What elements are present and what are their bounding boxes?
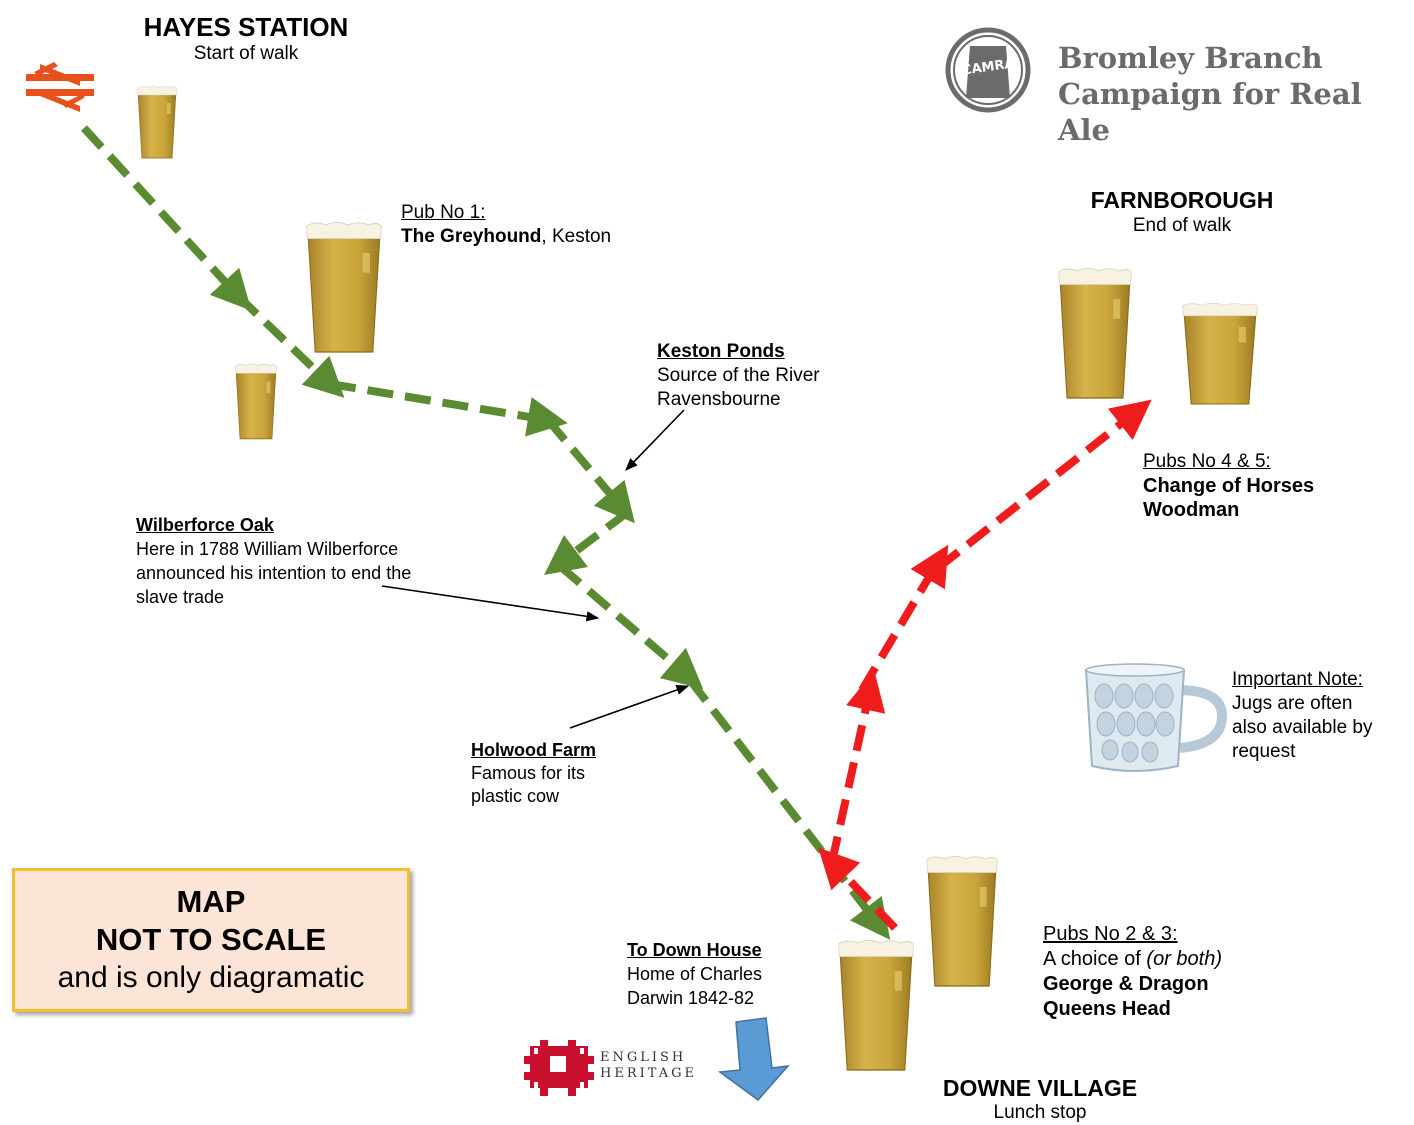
scale-note-line3: and is only diagramatic: [57, 961, 365, 994]
jug-icon: [1084, 663, 1228, 772]
branch-subtitle: Campaign for Real Ale: [1058, 77, 1362, 147]
down-house-line1: Home of Charles: [627, 964, 763, 984]
end-station-sub: End of walk: [1132, 215, 1232, 236]
route-segment: [935, 399, 1152, 572]
start-station-sub: Start of walk: [193, 43, 299, 64]
keston-ponds-title: Keston Ponds: [657, 341, 785, 362]
important-note-label: Important Note:: [1232, 669, 1363, 690]
camra-logo: [945, 27, 1031, 113]
keston-ponds-label: Keston Ponds Source of the River Ravensb…: [657, 340, 820, 412]
route-segment: [557, 562, 704, 690]
wilberforce-title: Wilberforce Oak: [136, 515, 274, 535]
start-station: HAYES STATION Start of walk: [96, 12, 396, 66]
pointer-arrows: [381, 409, 690, 729]
important-note: Important Note: Jugs are often also avai…: [1232, 668, 1372, 764]
important-note-line1: Jugs are often: [1232, 693, 1353, 714]
wilberforce-line2: announced his intention to end the: [136, 563, 412, 583]
keston-ponds-line1: Source of the River: [657, 365, 820, 386]
pub1-name: The Greyhound: [401, 226, 542, 247]
route-segment: [544, 417, 635, 524]
holwood-line1: Famous for its: [471, 763, 586, 783]
scale-note-line2: NOT TO SCALE: [95, 922, 327, 957]
pubs23-choice: A choice of: [1043, 948, 1147, 970]
pub1-label: Pub No 1: The Greyhound, Keston: [401, 201, 611, 249]
down-house-title: To Down House: [627, 940, 762, 960]
pub1-label-text: Pub No 1:: [401, 202, 486, 223]
route-segment: [329, 380, 568, 437]
pint-icon: [1182, 302, 1258, 405]
pint-icon: [837, 939, 915, 1071]
down-house-line2: Darwin 1842-82: [627, 988, 755, 1008]
important-note-line3: request: [1232, 741, 1296, 762]
down-arrow-icon: [717, 1017, 790, 1102]
pub1-place: , Keston: [541, 226, 612, 247]
route-segment: [858, 544, 949, 693]
wilberforce-pointer: [381, 585, 600, 622]
lunch-stop-sub: Lunch stop: [993, 1102, 1087, 1123]
important-note-line2: also available by: [1232, 717, 1373, 738]
start-station-name: HAYES STATION: [143, 12, 349, 42]
keston-ponds-line2: Ravensbourne: [657, 389, 781, 410]
pubs23-label-text: Pubs No 2 & 3:: [1043, 923, 1178, 945]
pubs45-label: Pubs No 4 & 5: Change of Horses Woodman: [1143, 450, 1314, 522]
english-heritage-text: ENGLISH HERITAGE: [600, 1050, 697, 1082]
route-segment: [818, 847, 898, 931]
pubs23-pub-b: Queens Head: [1043, 998, 1171, 1020]
wilberforce-line3: slave trade: [136, 587, 225, 607]
route-segment: [828, 670, 886, 863]
branch-name: Bromley Branch: [1058, 41, 1323, 75]
lunch-stop: DOWNE VILLAGE Lunch stop: [900, 1074, 1180, 1124]
route-segment: [235, 293, 345, 398]
scale-note-line1: MAP: [176, 884, 246, 919]
route-segment: [686, 677, 891, 940]
pint-icon: [1057, 267, 1133, 399]
scale-note: MAP NOT TO SCALE and is only diagramatic: [12, 868, 410, 1012]
pubs45-label-text: Pubs No 4 & 5:: [1143, 451, 1271, 472]
wilberforce-line1: Here in 1788 William Wilberforce: [136, 539, 399, 559]
pint-icon: [925, 855, 999, 987]
english-heritage-line2: HERITAGE: [600, 1066, 697, 1081]
end-station: FARNBOROUGH End of walk: [1042, 186, 1322, 238]
keston-pointer: [625, 409, 685, 471]
pint-icon: [136, 85, 178, 159]
holwood-line2: plastic cow: [471, 786, 560, 806]
holwood-title: Holwood Farm: [471, 740, 596, 760]
red-route: [818, 399, 1152, 931]
down-house-label: To Down House Home of Charles Darwin 184…: [627, 938, 762, 1010]
holwood-label: Holwood Farm Famous for its plastic cow: [471, 739, 596, 808]
pubs23-choice-italic: (or both): [1146, 948, 1222, 970]
lunch-stop-name: DOWNE VILLAGE: [942, 1075, 1138, 1101]
holwood-pointer: [569, 685, 690, 729]
english-heritage-line1: ENGLISH: [600, 1050, 687, 1065]
pint-icon: [234, 363, 278, 440]
pubs23-pub-a: George & Dragon: [1043, 973, 1209, 995]
route-segment: [544, 508, 631, 575]
pubs23-label: Pubs No 2 & 3: A choice of (or both) Geo…: [1043, 922, 1222, 1022]
end-station-name: FARNBOROUGH: [1090, 187, 1274, 213]
wilberforce-label: Wilberforce Oak Here in 1788 William Wil…: [136, 513, 411, 609]
pint-icon: [305, 221, 383, 353]
green-route: [81, 125, 891, 940]
pubs45-pub-a: Change of Horses: [1143, 475, 1315, 497]
national-rail-icon: [26, 62, 94, 112]
pubs45-pub-b: Woodman: [1143, 499, 1240, 521]
